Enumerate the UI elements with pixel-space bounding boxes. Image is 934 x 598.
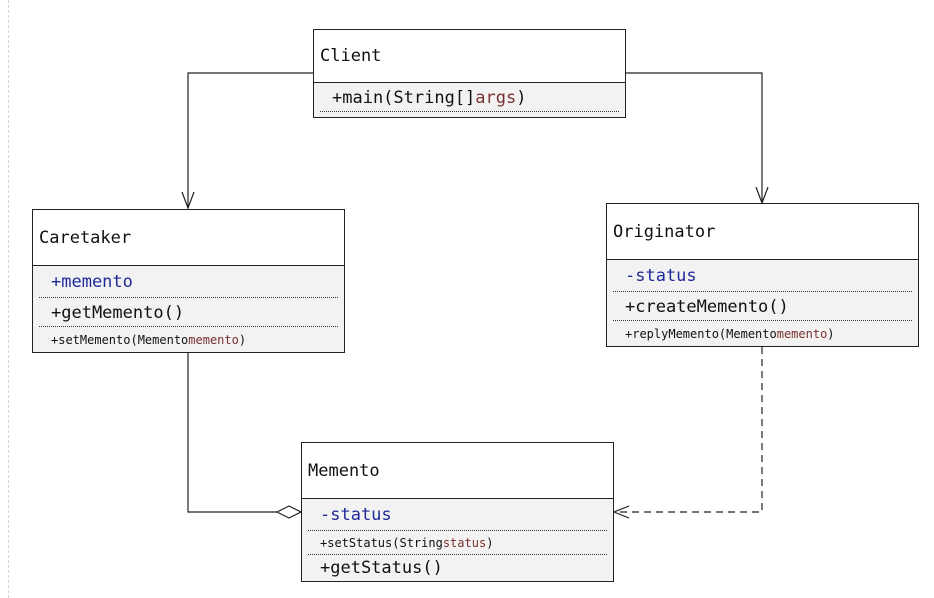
operation-row: +setStatus(String status): [302, 531, 613, 555]
operation-row: +main(String[] args): [314, 83, 625, 112]
class-client[interactable]: Client +main(String[] args): [313, 29, 626, 118]
dependency-arrowhead: [612, 505, 630, 519]
class-name: Client: [314, 30, 625, 83]
class-name: Originator: [607, 204, 918, 260]
operation-row: +getStatus(): [320, 558, 443, 578]
aggregation-diamond: [275, 505, 303, 519]
class-caretaker[interactable]: Caretaker +memento +getMemento() +setMem…: [32, 209, 345, 353]
class-originator-name: Originator: [613, 221, 716, 242]
operation-row: +replyMemento(Memento memento): [625, 326, 835, 341]
class-name: Memento: [302, 443, 613, 499]
operation-row: +createMemento(): [607, 292, 918, 321]
aggregation-caretaker-memento: [187, 352, 277, 513]
dependency-originator-memento: [615, 347, 763, 513]
page-left-rule: [8, 0, 9, 598]
attribute-row: +memento: [33, 266, 344, 298]
operation-row: +setMemento(Memento memento): [51, 332, 247, 347]
class-originator[interactable]: Originator -status +createMemento() +rep…: [606, 203, 919, 347]
class-caretaker-name: Caretaker: [39, 227, 132, 248]
arrowhead-caretaker: [181, 191, 195, 210]
class-name: Caretaker: [33, 210, 344, 266]
class-client-name: Client: [320, 46, 382, 66]
attribute-row: -status: [302, 499, 613, 531]
attribute-row: -status: [607, 260, 918, 292]
operation-row: +getMemento(): [33, 298, 344, 327]
association-client-caretaker: [187, 72, 313, 208]
association-client-originator: [626, 72, 763, 203]
class-memento-name: Memento: [308, 460, 380, 481]
class-memento[interactable]: Memento -status +setStatus(String status…: [301, 442, 614, 582]
